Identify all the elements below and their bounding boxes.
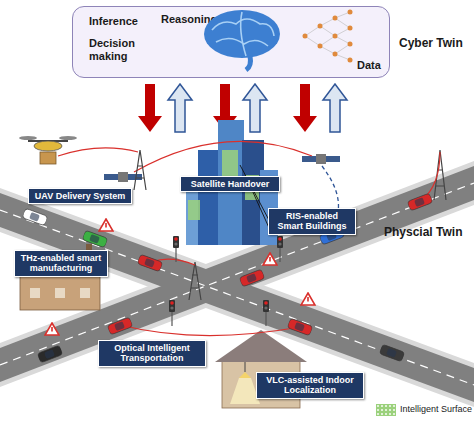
car xyxy=(287,318,313,336)
building xyxy=(198,150,220,245)
function-text: Reasoning xyxy=(161,13,217,26)
solar-panel xyxy=(302,156,316,162)
neuron xyxy=(318,44,323,49)
car-group xyxy=(379,344,405,362)
lamp-cord xyxy=(245,362,246,372)
callout-text: THz-enabled smart manufacturing xyxy=(18,253,104,274)
car-group xyxy=(287,318,313,336)
cell-tower xyxy=(134,150,146,190)
car-group xyxy=(37,345,63,363)
ambulance xyxy=(22,208,48,226)
leader-line xyxy=(240,165,270,222)
car xyxy=(137,254,163,272)
traffic-light xyxy=(173,236,179,262)
traffic-light xyxy=(169,300,175,326)
car xyxy=(107,317,133,335)
callout-box: Satellite Handover xyxy=(180,176,280,192)
neuron xyxy=(348,58,353,63)
brain xyxy=(204,10,280,58)
drone-package xyxy=(40,152,56,164)
legend-text: Intelligent Surface xyxy=(400,405,472,415)
car-group xyxy=(82,230,108,248)
callout-text: UAV Delivery System xyxy=(32,191,128,201)
callout-text: Satellite Handover xyxy=(184,179,276,189)
neuron xyxy=(333,16,338,21)
callout-box: RIS-enabled Smart Buildings xyxy=(268,208,356,235)
neuron xyxy=(348,10,353,15)
warning-sign xyxy=(99,219,113,231)
satellite-body xyxy=(316,154,326,164)
factory-window xyxy=(55,288,65,298)
car xyxy=(379,344,405,362)
drone-rotor xyxy=(19,136,37,140)
function-text: Decision making xyxy=(89,37,147,62)
callout-text: VLC-assisted Indoor Localization xyxy=(260,375,360,396)
down-arrow xyxy=(138,84,162,132)
solar-panel xyxy=(128,174,142,180)
legend-row: Intelligent Surface xyxy=(376,404,472,416)
link-arc xyxy=(134,141,312,172)
warning-sign xyxy=(301,293,315,305)
factory-window xyxy=(80,288,90,298)
up-arrow xyxy=(323,84,347,132)
drone-body xyxy=(34,141,62,151)
lamp xyxy=(239,372,251,378)
car xyxy=(82,230,108,248)
neuron xyxy=(348,26,353,31)
car xyxy=(407,193,433,211)
cyber-twin-panel: InferenceReasoningDecision makingDataCyb… xyxy=(72,6,390,78)
neuron xyxy=(303,34,308,39)
down-arrow xyxy=(293,84,317,132)
callout-text: Optical Intelligent Transportation xyxy=(102,343,202,364)
legend-swatch xyxy=(376,404,396,416)
traffic-light xyxy=(277,236,283,262)
factory-window xyxy=(30,288,40,298)
brain-folds xyxy=(212,12,274,56)
network-links xyxy=(305,12,350,60)
drone-rotor xyxy=(59,136,77,140)
warning-sign xyxy=(263,253,277,265)
brain-stem xyxy=(246,56,251,70)
factory-body xyxy=(20,276,100,310)
neuron xyxy=(348,42,353,47)
callout-text: RIS-enabled Smart Buildings xyxy=(272,211,352,232)
section-label: Physcial Twin xyxy=(384,226,462,239)
callout-box: Optical Intelligent Transportation xyxy=(98,340,206,367)
satellite-body xyxy=(118,172,128,182)
link-arc xyxy=(58,148,138,156)
intelligent-surface xyxy=(188,200,200,220)
car xyxy=(239,269,265,287)
cell-tower xyxy=(189,262,201,300)
function-text: Inference xyxy=(89,15,138,28)
car xyxy=(22,208,48,226)
neuron xyxy=(333,34,338,39)
neuron xyxy=(333,52,338,57)
callout-box: UAV Delivery System xyxy=(28,188,132,204)
function-text: Data xyxy=(357,59,381,72)
car xyxy=(37,345,63,363)
car-group xyxy=(407,193,433,211)
traffic-light xyxy=(263,300,269,326)
up-arrow xyxy=(168,84,192,132)
link-arc xyxy=(422,152,440,200)
callout-box: VLC-assisted Indoor Localization xyxy=(256,372,364,399)
car-group xyxy=(137,254,163,272)
up-arrow xyxy=(243,84,267,132)
callout-box: THz-enabled smart manufacturing xyxy=(14,250,108,277)
car-group xyxy=(107,317,133,335)
neuron xyxy=(318,24,323,29)
solar-panel xyxy=(104,174,118,180)
link-arc xyxy=(120,325,300,336)
car-group xyxy=(239,269,265,287)
panel-title: Cyber Twin xyxy=(399,37,463,51)
warning-sign xyxy=(45,323,59,335)
solar-panel xyxy=(326,156,340,162)
